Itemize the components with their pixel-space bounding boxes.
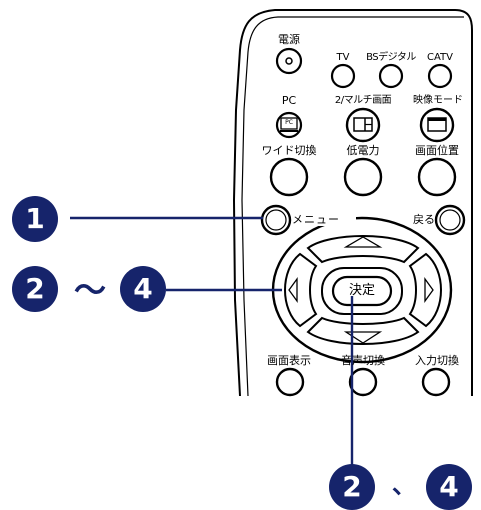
callout-badge-2-bottom: 2 <box>329 464 375 510</box>
enter-label: 決定 <box>348 283 375 298</box>
callout-range-mark: 〜 <box>73 271 106 309</box>
video-mode-label: 映像モード <box>413 95 463 106</box>
enter-key <box>331 275 393 307</box>
bs-label: BSデジタル <box>366 52 416 63</box>
multi-screen-icon <box>353 117 373 132</box>
up-arrow-icon <box>343 236 383 248</box>
wide-label: ワイド切換 <box>261 144 317 157</box>
left-arrow-icon <box>288 277 298 303</box>
multi-screen-label: 2/マルチ画面 <box>334 95 392 106</box>
input-button <box>421 367 451 397</box>
callout-badge-1: 1 <box>12 196 58 242</box>
callout-badge-4-left: 4 <box>120 266 166 312</box>
dpad-down <box>306 316 420 345</box>
wide-button <box>269 157 309 197</box>
back-button-inner <box>439 209 461 231</box>
low-power-button <box>343 157 383 197</box>
menu-label: メニュー <box>292 214 356 226</box>
low-power-label: 低電力 <box>346 144 380 157</box>
down-arrow-icon <box>343 331 383 344</box>
screen-position-button <box>417 157 457 197</box>
power-button-dot <box>285 57 293 65</box>
display-button <box>275 367 305 397</box>
pc-label: PC <box>281 94 297 107</box>
callout-badge-4-bottom: 4 <box>426 464 472 510</box>
power-label: 電源 <box>278 33 300 46</box>
bs-button <box>378 63 404 89</box>
audio-button <box>348 367 378 397</box>
catv-label: CATV <box>427 52 453 63</box>
tv-button <box>330 63 356 89</box>
pc-icon-text: PC <box>285 119 293 126</box>
remote-body-inner <box>241 16 464 397</box>
catv-button <box>427 63 453 89</box>
screen-position-label: 画面位置 <box>415 144 459 157</box>
dpad-left <box>284 252 318 328</box>
callout-separator: 、 <box>392 471 416 499</box>
input-label: 入力切換 <box>415 354 459 367</box>
back-label: 戻る <box>413 213 435 226</box>
video-mode-icon <box>427 117 447 132</box>
menu-button-inner <box>265 209 287 231</box>
callout-badge-2-left: 2 <box>12 266 58 312</box>
pc-icon <box>280 117 298 132</box>
audio-label: 音声切換 <box>341 354 385 367</box>
tv-label: TV <box>336 52 350 63</box>
right-arrow-icon <box>424 277 434 303</box>
display-label: 画面表示 <box>267 354 311 367</box>
dpad-up <box>306 235 420 264</box>
